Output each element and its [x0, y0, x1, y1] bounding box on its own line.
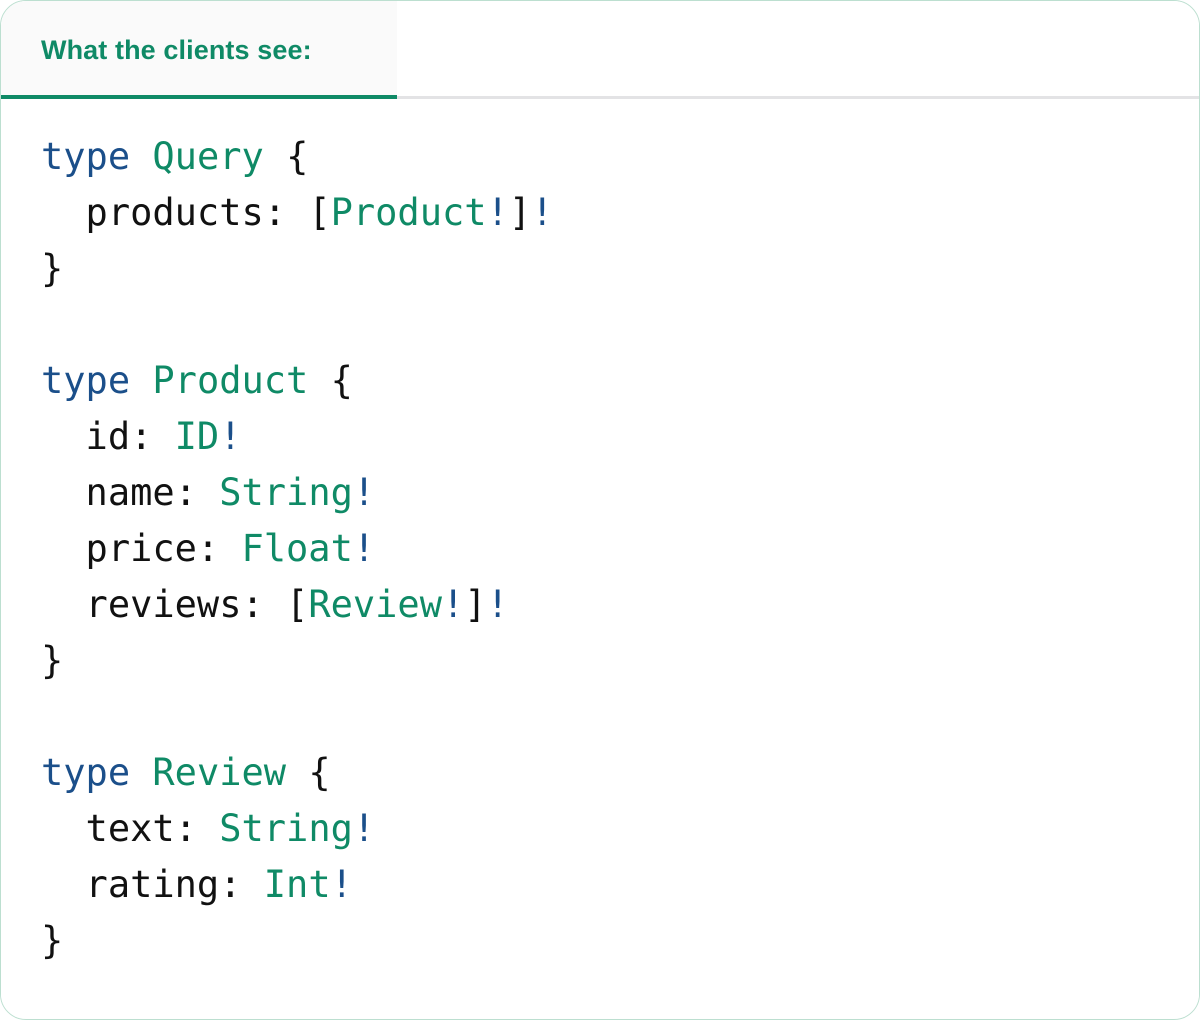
code-token: type [41, 359, 131, 402]
code-body: type Query { products: [Product!]! } typ… [1, 99, 1199, 1017]
tab-strip: What the clients see: [1, 1, 1199, 99]
code-token: text: [41, 807, 220, 850]
code-token: ! [352, 471, 376, 514]
code-token: ID [174, 415, 220, 458]
code-token: name: [41, 471, 220, 514]
code-token: ! [219, 415, 242, 458]
code-token: Product [152, 359, 309, 402]
code-token [286, 751, 308, 794]
code-token [130, 359, 152, 402]
code-token: price: [41, 527, 242, 570]
tab-active-indicator [1, 95, 397, 99]
code-token: ] [464, 583, 487, 626]
code-token: { [286, 135, 309, 178]
code-token: Float [241, 527, 353, 570]
code-token: } [41, 247, 64, 290]
code-token: id: [41, 415, 175, 458]
code-token: String [219, 471, 353, 514]
tab-what-the-clients-see[interactable]: What the clients see: [1, 1, 397, 99]
code-line: text: String! [41, 801, 1199, 857]
code-token: String [219, 807, 353, 850]
code-token: { [330, 359, 353, 402]
code-line: } [41, 913, 1199, 969]
code-token [264, 135, 286, 178]
code-token: { [308, 751, 331, 794]
code-line: products: [Product!]! [41, 185, 1199, 241]
code-token: Review [308, 583, 442, 626]
code-line: price: Float! [41, 521, 1199, 577]
code-line: type Product { [41, 353, 1199, 409]
code-token: ! [486, 191, 509, 234]
code-token: type [41, 135, 131, 178]
code-line: } [41, 241, 1199, 297]
code-token: } [41, 639, 64, 682]
code-line: name: String! [41, 465, 1199, 521]
code-token: ! [441, 583, 465, 626]
code-token: reviews: [41, 583, 287, 626]
code-line [41, 297, 1199, 353]
code-token: [ [308, 191, 331, 234]
code-line: id: ID! [41, 409, 1199, 465]
code-token: ! [486, 583, 509, 626]
code-token: ! [330, 863, 353, 906]
code-token: ] [508, 191, 532, 234]
code-token [130, 751, 152, 794]
tab-label: What the clients see: [41, 34, 312, 65]
code-line: type Review { [41, 745, 1199, 801]
code-token: Query [152, 135, 264, 178]
code-token [308, 359, 330, 402]
code-token: ! [531, 191, 554, 234]
code-token: products: [41, 191, 309, 234]
code-line [41, 689, 1199, 745]
code-token: Product [330, 191, 487, 234]
code-token: Review [152, 751, 287, 794]
code-token: ! [352, 527, 376, 570]
code-line: rating: Int! [41, 857, 1199, 913]
code-token: } [41, 919, 64, 962]
graphql-schema-code[interactable]: type Query { products: [Product!]! } typ… [1, 129, 1199, 969]
code-token: Int [263, 863, 331, 906]
code-token: rating: [41, 863, 264, 906]
code-line: type Query { [41, 129, 1199, 185]
code-token: type [41, 751, 131, 794]
code-line: } [41, 633, 1199, 689]
code-token: [ [286, 583, 309, 626]
code-line: reviews: [Review!]! [41, 577, 1199, 633]
code-token [130, 135, 152, 178]
code-token: ! [352, 807, 376, 850]
